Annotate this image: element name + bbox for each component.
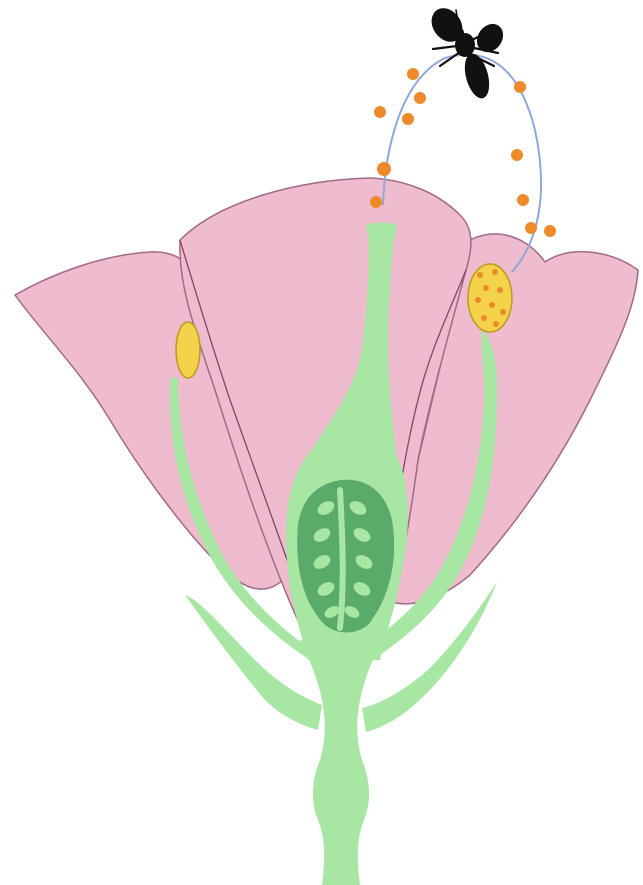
pollen-grain bbox=[517, 194, 529, 206]
pollen-grain bbox=[414, 92, 426, 104]
ovary-center-line bbox=[340, 490, 343, 628]
anther-right-body bbox=[468, 264, 512, 332]
stem bbox=[300, 640, 382, 885]
pollen-grain bbox=[374, 106, 386, 118]
pollen-grain bbox=[525, 222, 537, 234]
pollen-grain bbox=[514, 81, 526, 93]
anther-right bbox=[468, 264, 512, 332]
pollen-grain bbox=[377, 162, 391, 176]
bee-icon bbox=[425, 2, 508, 101]
anther-left bbox=[176, 322, 200, 378]
pollen-grain bbox=[370, 196, 382, 208]
pollen-grain bbox=[407, 68, 419, 80]
pollen-grain bbox=[544, 225, 556, 237]
stigma bbox=[366, 223, 397, 240]
pollen-grain bbox=[511, 149, 523, 161]
pollen-grain bbox=[402, 113, 414, 125]
